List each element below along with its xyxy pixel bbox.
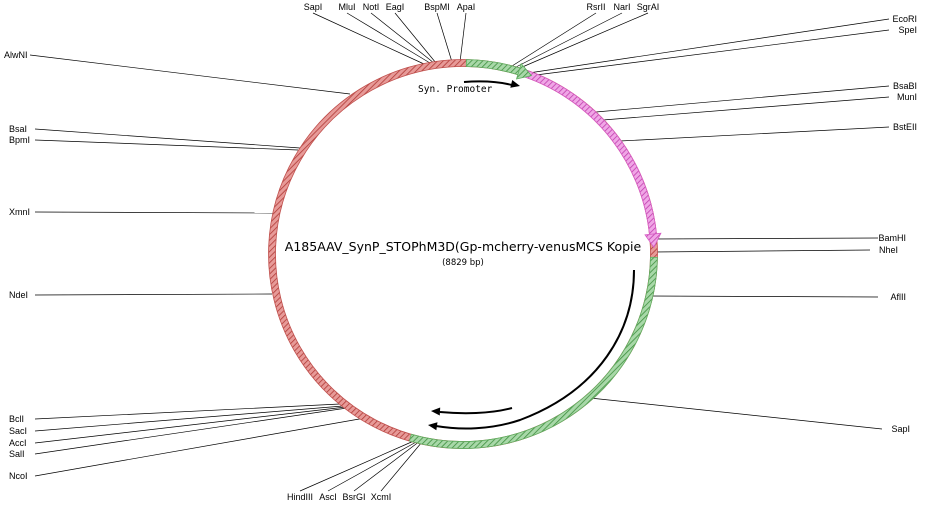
plasmid-size: (8829 bp) (442, 258, 484, 268)
green-feature-segment (408, 256, 658, 449)
syn-promoter-arrowhead (510, 79, 520, 88)
site-leader-xmni (34, 211, 274, 214)
site-leader-sgrai (519, 12, 649, 69)
site-label-apai: ApaI (457, 2, 476, 12)
site-label-bcli: BclI (9, 414, 24, 424)
promoter-segment (465, 59, 527, 78)
site-leader-mlui (346, 12, 431, 64)
outer-reverse-arrowhead (428, 422, 438, 431)
site-label-saci: SacI (9, 426, 27, 436)
site-label-muni: MunI (897, 92, 917, 102)
site-label-bsabi: BsaBI (893, 81, 917, 91)
site-leader-bsai (34, 128, 301, 149)
site-leader-bpmi (34, 139, 299, 151)
site-leader-apai (459, 12, 467, 63)
site-label-mlui: MluI (338, 2, 355, 12)
magenta-arrowhead (644, 232, 662, 249)
site-label-aflii: AflII (890, 292, 906, 302)
site-leader-xcmi (380, 441, 423, 492)
site-leader-eagi (394, 12, 437, 64)
site-leader-sapi-bottom (589, 397, 883, 430)
site-leader-acci (34, 406, 347, 444)
site-label-sapi-bottom: SapI (891, 424, 910, 434)
site-label-xmni: XmnI (9, 207, 30, 217)
site-leader-sali (34, 407, 348, 455)
site-leader-sapi-top (312, 12, 425, 65)
site-leader-saci (34, 405, 344, 432)
inner-reverse-arrow (439, 407, 513, 415)
site-label-ndei: NdeI (9, 290, 28, 300)
site-label-rsrii: RsrII (587, 2, 606, 12)
site-label-acci: AccI (9, 438, 27, 448)
site-label-spei: SpeI (898, 25, 917, 35)
site-label-sgrai: SgrAI (637, 2, 660, 12)
site-label-ncoi: NcoI (9, 471, 28, 481)
site-leader-spei (527, 29, 890, 77)
site-label-nhei: NheI (879, 245, 898, 255)
promoter-arrowhead (515, 62, 533, 80)
plasmid-ring (268, 59, 662, 449)
site-leader-noti (370, 12, 435, 64)
site-leader-bamhi (653, 237, 879, 240)
magenta-feature-segment (523, 69, 658, 242)
site-label-noti: NotI (363, 2, 380, 12)
site-leader-bsteii (619, 126, 890, 142)
site-leader-nari (515, 12, 623, 68)
site-leader-lines (29, 12, 890, 492)
site-label-bspmi: BspMI (424, 2, 450, 12)
site-leader-ecori (521, 18, 890, 75)
site-leader-nhei (653, 249, 871, 253)
site-label-bsrgi: BsrGI (342, 492, 365, 502)
site-leader-bcli (34, 403, 341, 420)
inner-reverse-arrowhead (431, 407, 441, 416)
site-label-eagi: EagI (386, 2, 405, 12)
site-leader-alwni (29, 54, 351, 95)
site-labels: SapI MluI NotI EagI BspMI ApaI RsrII NarI SgrAI E… (4, 2, 917, 502)
site-label-sali: SalI (9, 449, 25, 459)
site-leader-ndei (34, 293, 273, 296)
site-label-sapi-top: SapI (304, 2, 323, 12)
feature-label-syn-promoter: Syn. Promoter (418, 84, 493, 95)
site-label-bpmi: BpmI (9, 135, 30, 145)
site-label-asci: AscI (319, 492, 337, 502)
site-leader-bspmi (436, 12, 453, 63)
site-leader-rsrii (511, 12, 597, 67)
site-label-bsteii: BstEII (893, 122, 917, 132)
plasmid-title: A185AAV_SynP_STOPhM3D(Gp-mcherry-venusMC… (285, 239, 642, 254)
site-label-bsai: BsaI (9, 124, 27, 134)
site-label-nari: NarI (613, 2, 630, 12)
site-label-xcmi: XcmI (371, 492, 392, 502)
site-label-bamhi: BamHI (878, 233, 906, 243)
site-leader-hindiii (299, 439, 417, 492)
outer-reverse-arrow (435, 269, 635, 430)
site-leader-bsrgi (353, 440, 421, 492)
site-label-hindiii: HindIII (287, 492, 313, 502)
site-leader-muni (602, 96, 890, 121)
syn-promoter-arrow (463, 80, 513, 86)
site-leader-ncoi (34, 417, 366, 477)
feature-arrows (428, 79, 635, 431)
site-leader-bsabi (595, 85, 890, 113)
site-label-alwni: AlwNI (4, 50, 28, 60)
site-label-ecori: EcoRI (892, 14, 917, 24)
site-leader-aflii (649, 295, 879, 298)
site-leader-asci (327, 440, 419, 492)
